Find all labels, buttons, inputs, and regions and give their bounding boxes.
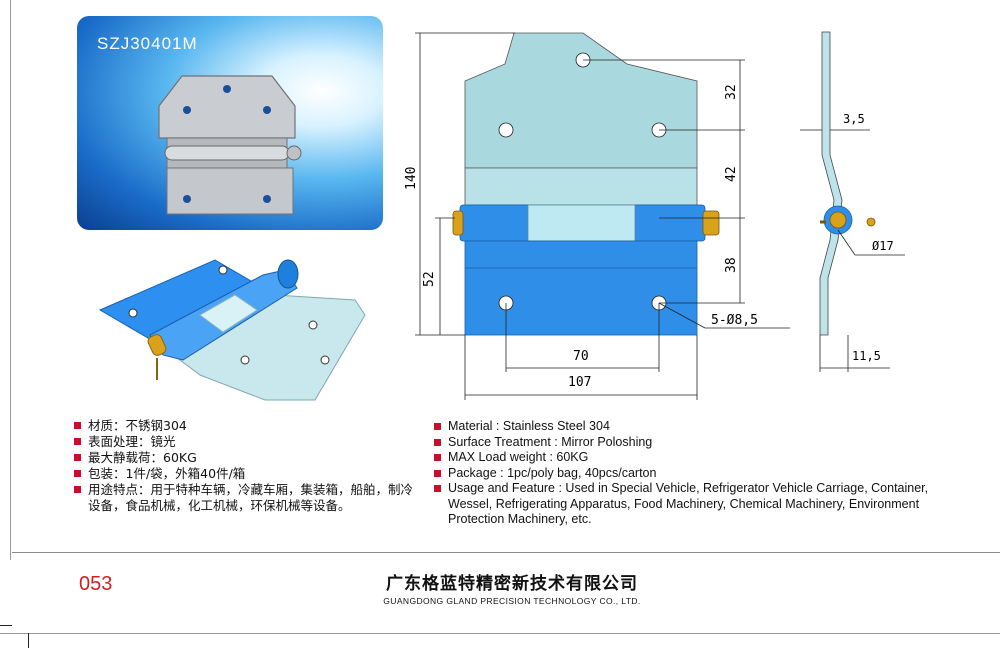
- spec-cn-item: 材质：不锈钢304: [74, 418, 414, 434]
- side-view-drawing: 3,5 Ø17 11,5: [800, 31, 905, 372]
- crop-mark: [28, 633, 29, 648]
- specs-english: Material : Stainless Steel 304 Surface T…: [434, 419, 934, 528]
- dim-holes-label: 5-Ø8,5: [711, 313, 758, 328]
- company-name-en: GUANGDONG GLAND PRECISION TECHNOLOGY CO.…: [383, 596, 641, 606]
- dim-32-label: 32: [724, 84, 739, 100]
- product-photo: SZJ30401M: [77, 16, 383, 230]
- spec-en-item: MAX Load weight : 60KG: [434, 450, 934, 466]
- dim-52-label: 52: [422, 271, 437, 287]
- dim-140-label: 140: [404, 167, 419, 190]
- dim-70-label: 70: [573, 349, 589, 364]
- hinge-3d-render: [98, 259, 366, 401]
- spec-en-item: Usage and Feature : Used in Special Vehi…: [434, 481, 934, 528]
- spec-en-item: Surface Treatment : Mirror Poloshing: [434, 435, 934, 451]
- spec-cn-item: 表面处理：镜光: [74, 434, 414, 450]
- footer-divider: [12, 552, 1000, 553]
- product-model-title: SZJ30401M: [97, 34, 198, 53]
- front-view-drawing: 32 42 38 140 52 70 107 5-Ø8,5: [404, 32, 790, 400]
- dim-depth-label: 11,5: [852, 349, 881, 363]
- specs-chinese: 材质：不锈钢304 表面处理：镜光 最大静载荷：60KG 包装：1件/袋，外箱4…: [74, 418, 414, 514]
- spec-en-item: Package : 1pc/poly bag, 40pcs/carton: [434, 466, 934, 482]
- company-name-cn: 广东格蓝特精密新技术有限公司: [386, 574, 638, 594]
- spec-cn-item: 包装：1件/袋，外箱40件/箱: [74, 466, 414, 482]
- dim-107-label: 107: [568, 375, 591, 390]
- dim-42-label: 42: [724, 166, 739, 182]
- spec-cn-item: 最大静载荷：60KG: [74, 450, 414, 466]
- dim-thickness-label: 3,5: [843, 112, 865, 126]
- hinge-photo-illustration: [158, 75, 302, 215]
- page-number: 053: [79, 573, 113, 595]
- crop-mark: [0, 625, 12, 626]
- spec-en-item: Material : Stainless Steel 304: [434, 419, 934, 435]
- page-frame-line: [10, 0, 11, 560]
- spec-cn-item: 用途特点：用于特种车辆，冷藏车厢，集装箱，船舶，制冷设备，食品机械，化工机械，环…: [74, 482, 414, 514]
- dim-pin-label: Ø17: [872, 239, 894, 253]
- dim-38-label: 38: [724, 257, 739, 273]
- bottom-divider: [0, 633, 1000, 634]
